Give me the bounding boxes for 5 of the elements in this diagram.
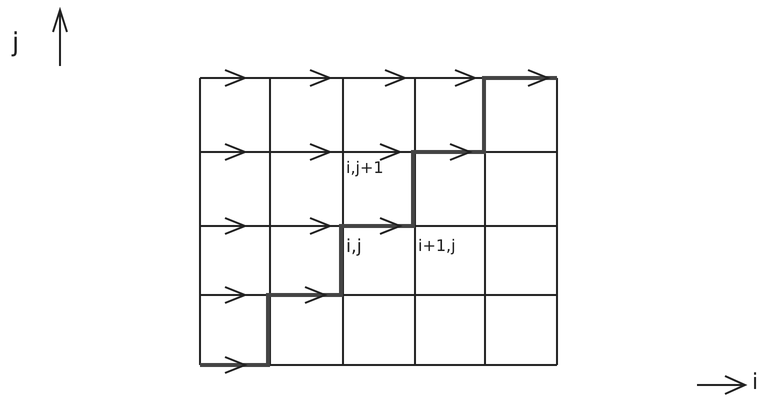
point-label: i+1,j bbox=[418, 238, 456, 254]
point-label: i,j+1 bbox=[346, 160, 384, 176]
axis-label: i bbox=[752, 372, 758, 394]
axis-label: j bbox=[12, 30, 20, 56]
point-label: i,j bbox=[346, 238, 362, 256]
